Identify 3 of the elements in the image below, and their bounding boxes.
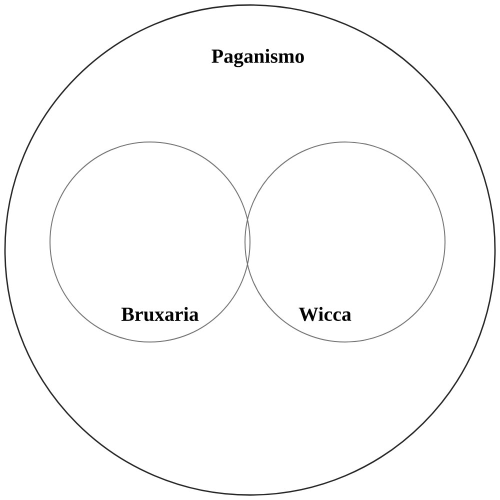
circle-label: Paganismo	[212, 48, 304, 68]
circle-label: Wicca	[298, 306, 352, 322]
circle-label: Bruxaria	[121, 306, 199, 322]
